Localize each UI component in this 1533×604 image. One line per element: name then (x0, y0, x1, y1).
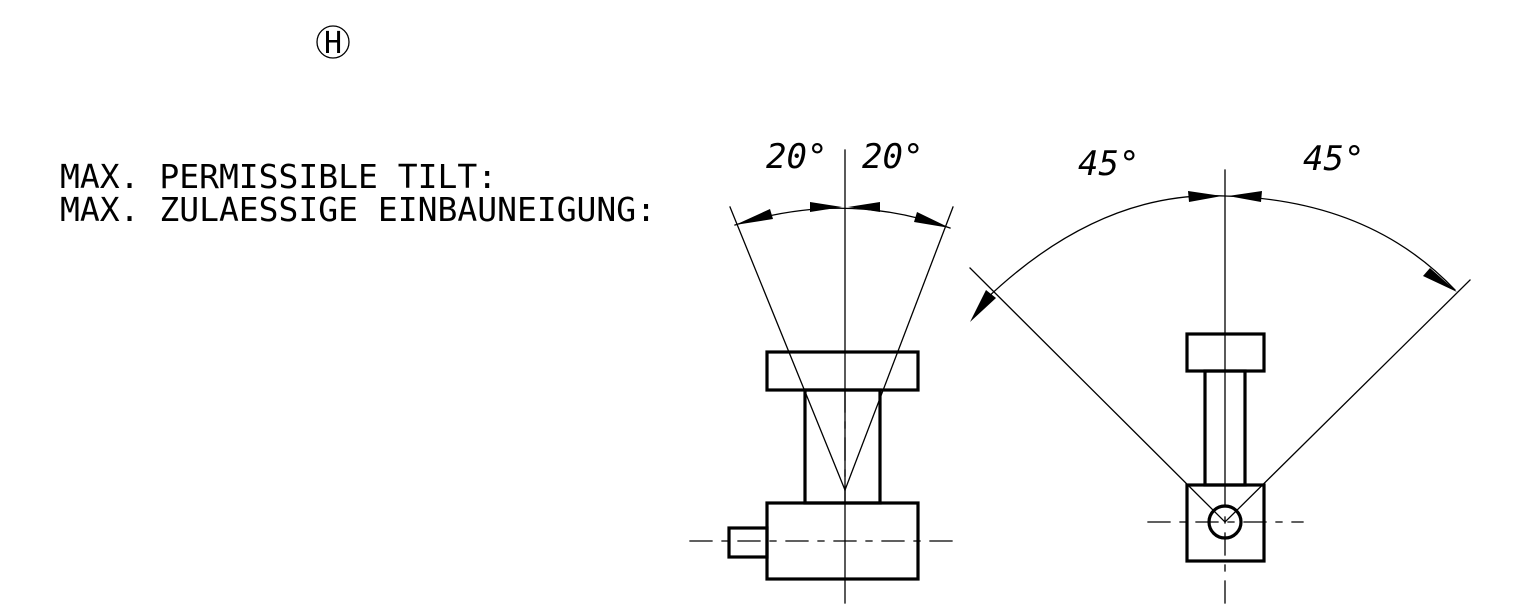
end-view-right-limit-line (1224, 279, 1471, 523)
end-view-arrow-left-inner (1188, 191, 1222, 202)
end-view-base-block (1185, 483, 1266, 563)
side-view-port (727, 526, 769, 559)
side-view-right-limit-line (844, 206, 954, 491)
end-view-left-limit-line (969, 267, 1226, 523)
side-view-arrow-right-inner (848, 202, 880, 212)
end-view-arrow-right-outer (1423, 268, 1457, 292)
end-view: 45° 45° (969, 139, 1471, 604)
side-view-left-limit-line (729, 206, 846, 491)
end-view-left-angle: 45° (1078, 144, 1139, 184)
marker-letter: H (324, 26, 342, 61)
end-view-angle-arc (984, 195, 1456, 301)
end-view-right-angle: 45° (1303, 139, 1364, 179)
side-view: 20° 20° (689, 137, 956, 604)
end-view-arrow-right-inner (1228, 191, 1262, 202)
marker-circle (316, 25, 350, 59)
tilt-label-german: MAX. ZULAESSIGE EINBAUNEIGUNG: (60, 190, 656, 229)
section-marker: H (316, 25, 350, 61)
side-view-cylinder-body (803, 388, 882, 505)
tilt-label-english: MAX. PERMISSIBLE TILT: (60, 157, 497, 196)
side-view-arrow-right-outer (914, 212, 950, 228)
side-view-right-angle: 20° (862, 137, 923, 177)
side-view-arrow-left-outer (735, 209, 773, 225)
end-view-arrow-left-outer (970, 290, 996, 322)
side-view-arrow-left-inner (810, 202, 842, 212)
side-view-left-angle: 20° (766, 137, 827, 177)
